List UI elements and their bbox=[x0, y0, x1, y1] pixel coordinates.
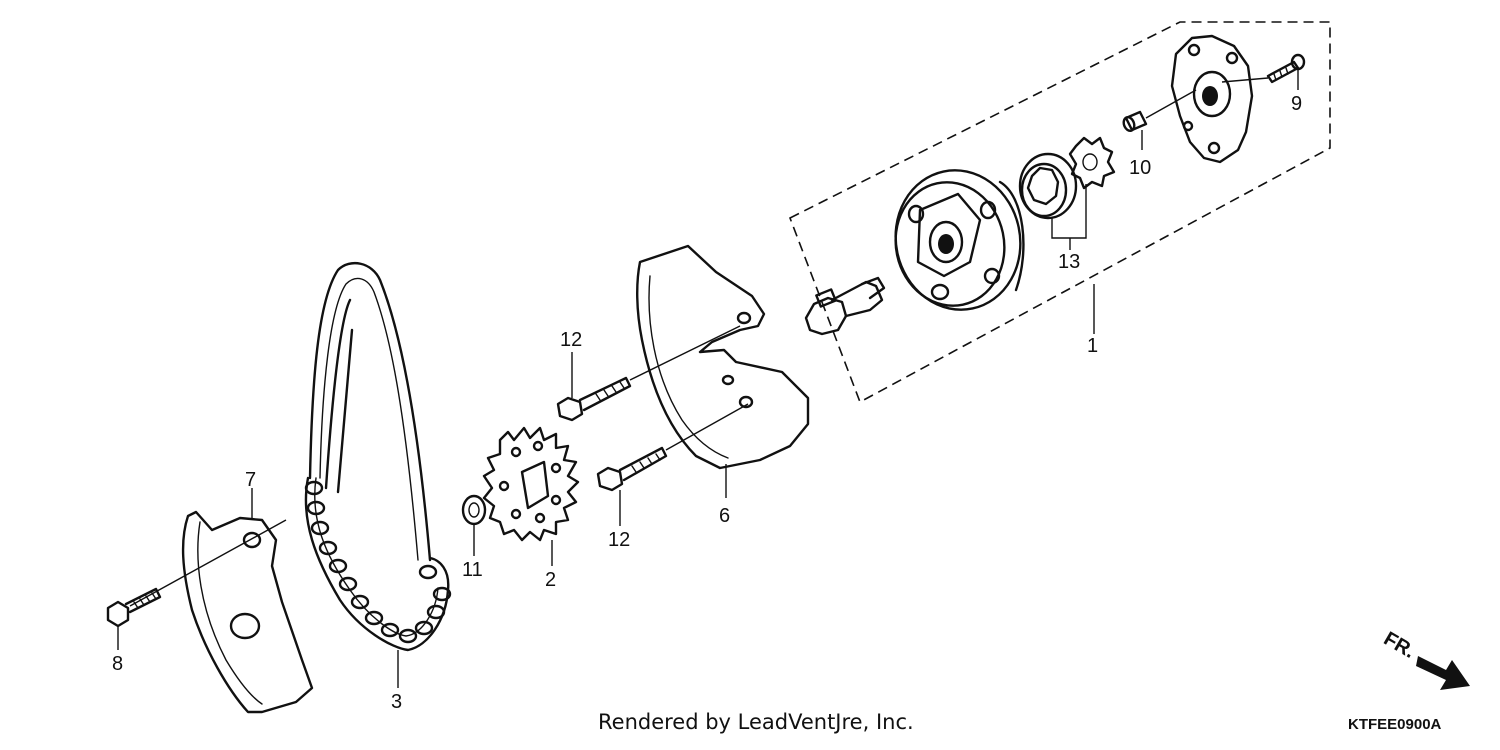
render-credit: Rendered by LeadVentJre, Inc. bbox=[598, 710, 914, 734]
part-12-bolt-lower bbox=[596, 403, 749, 526]
part-9-screw bbox=[1221, 53, 1306, 90]
callout-2: 2 bbox=[545, 569, 556, 591]
callout-7: 7 bbox=[245, 469, 256, 491]
callout-1: 1 bbox=[1087, 335, 1098, 357]
part-10-dowel-pin bbox=[1122, 89, 1197, 150]
part-1-pump-cover bbox=[1170, 34, 1254, 164]
part-1-shaft bbox=[804, 276, 886, 336]
part-6-guide-plate bbox=[636, 244, 810, 498]
part-2-sprocket bbox=[482, 426, 580, 566]
part-7-guide-plate bbox=[129, 488, 314, 714]
part-11-washer bbox=[461, 494, 487, 556]
part-8-bolt bbox=[106, 587, 162, 650]
direction-label: FR. bbox=[1380, 628, 1419, 663]
callout-6: 6 bbox=[719, 505, 730, 527]
front-direction-arrow-icon: FR. bbox=[1380, 628, 1470, 690]
chain-links bbox=[304, 480, 452, 644]
diagram-code: KTFEE0900A bbox=[1348, 716, 1442, 733]
callout-11: 11 bbox=[462, 559, 483, 581]
callout-3: 3 bbox=[391, 691, 402, 713]
part-13-rotors bbox=[1018, 136, 1116, 250]
callout-9: 9 bbox=[1291, 93, 1302, 115]
callout-10: 10 bbox=[1129, 157, 1151, 179]
part-1-pump-body bbox=[894, 169, 1025, 311]
part-3-chain bbox=[304, 261, 452, 688]
callout-12-upper: 12 bbox=[560, 329, 582, 351]
callout-12-lower: 12 bbox=[608, 529, 630, 551]
callout-labels: 1 2 3 6 7 8 9 10 11 12 12 13 bbox=[112, 93, 1302, 713]
callout-13: 13 bbox=[1058, 251, 1080, 273]
callout-8: 8 bbox=[112, 653, 123, 675]
assembly-boundary bbox=[788, 21, 1331, 404]
